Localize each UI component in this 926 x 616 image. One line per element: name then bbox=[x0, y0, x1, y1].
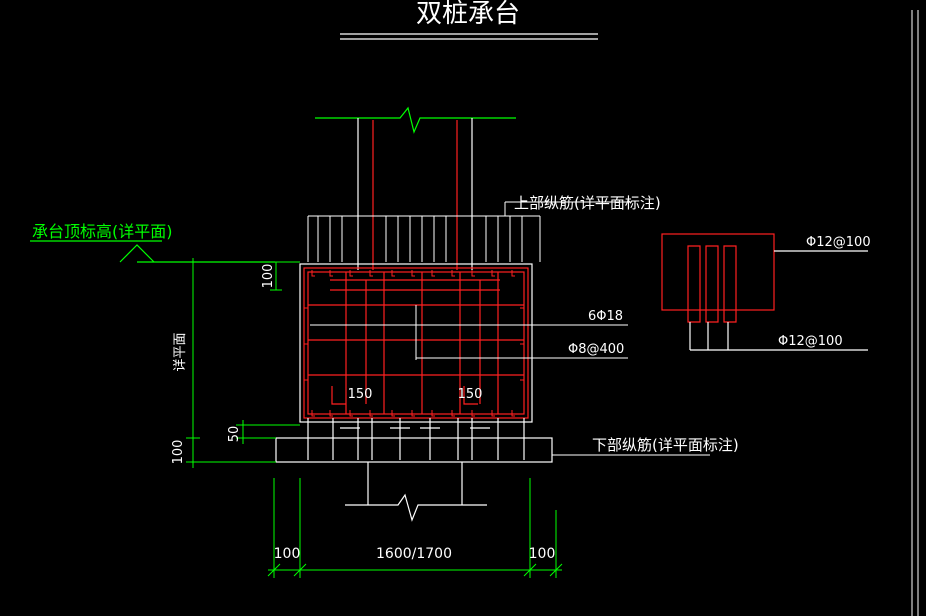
column-rebar bbox=[372, 120, 458, 270]
upper-column bbox=[315, 106, 516, 270]
internal-leaders bbox=[310, 305, 628, 360]
dim-150-left: 150 bbox=[348, 387, 373, 402]
annotation-leaders bbox=[505, 201, 710, 456]
pile-cap-outline bbox=[299, 263, 533, 423]
side-bars-label: 6Φ18 bbox=[588, 309, 623, 324]
dim-span: 1600/1700 bbox=[376, 546, 452, 562]
stirrup-label: Φ8@400 bbox=[568, 342, 624, 357]
section-detail bbox=[661, 233, 868, 351]
dim-right-100: 100 bbox=[529, 546, 556, 562]
dimension-lines bbox=[186, 258, 563, 578]
rebar-hooks bbox=[304, 270, 524, 417]
cushion-layer bbox=[275, 437, 553, 463]
section-bottom-label: Φ12@100 bbox=[778, 334, 843, 349]
dim-150-right: 150 bbox=[458, 387, 483, 402]
dim-bottom-100: 100 bbox=[171, 440, 186, 465]
top-elevation-label: 承台顶标高(详平面) bbox=[32, 222, 173, 241]
dim-50: 50 bbox=[227, 426, 242, 443]
bottom-rebar-label: 下部纵筋(详平面标注) bbox=[592, 436, 739, 454]
lower-piles bbox=[307, 418, 525, 522]
elevation-marker bbox=[30, 240, 275, 263]
dim-left-100: 100 bbox=[274, 546, 301, 562]
section-top-label: Φ12@100 bbox=[806, 235, 871, 250]
top-rebar-dowels bbox=[307, 202, 541, 262]
drawing-title: 双桩承台 bbox=[416, 0, 520, 29]
rebar-cage bbox=[303, 267, 529, 419]
dim-top-100: 100 bbox=[261, 264, 276, 289]
top-rebar-label: 上部纵筋(详平面标注) bbox=[514, 194, 661, 212]
see-plan-label: 详平面 bbox=[173, 332, 188, 371]
